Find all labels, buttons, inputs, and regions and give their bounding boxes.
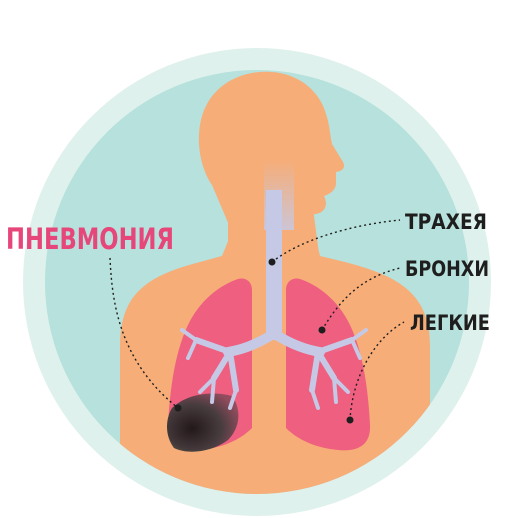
dot-lungs: [347, 417, 354, 424]
label-trachea: ТРАХЕЯ: [405, 210, 487, 234]
label-lungs: ЛЕГКИЕ: [410, 311, 490, 335]
trachea: [266, 190, 282, 340]
dot-bronchi: [319, 327, 326, 334]
dot-pneumonia: [175, 405, 182, 412]
label-bronchi: БРОНХИ: [405, 257, 489, 281]
dot-trachea: [269, 259, 276, 266]
label-pneumonia: ПНЕВМОНИЯ: [6, 222, 174, 256]
